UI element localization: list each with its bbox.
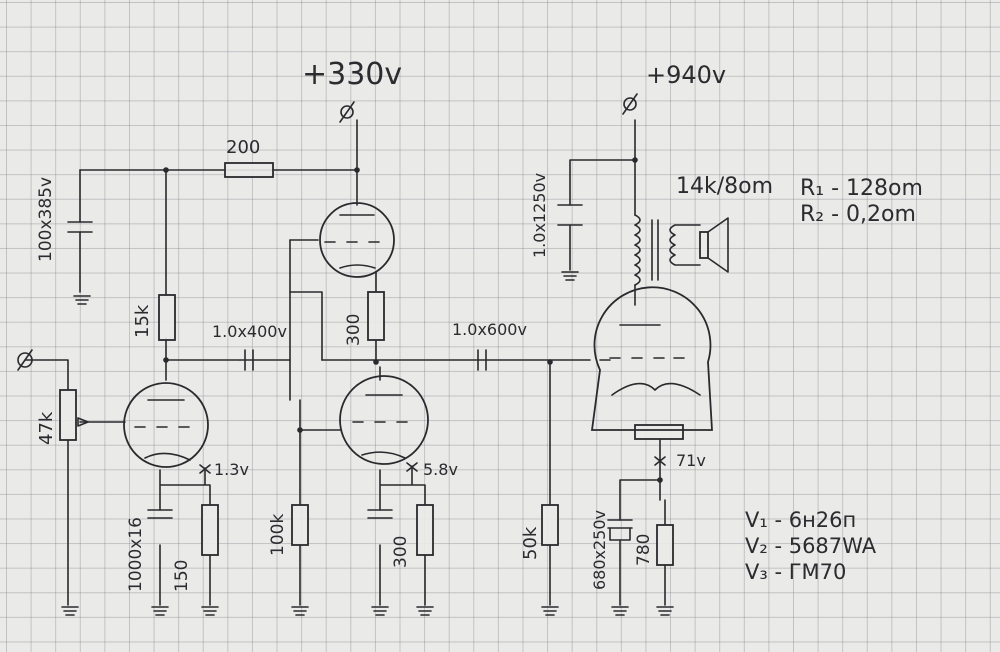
junction-dots	[163, 157, 663, 483]
resistor-780	[656, 524, 674, 566]
label-c-1000x16: 1000x16	[126, 517, 146, 592]
supply-330v-label: +330v	[302, 57, 403, 92]
note-tube-v1: V₁ - 6н26п	[745, 508, 857, 532]
label-v1-cathode-voltage: 1.3v	[214, 460, 249, 479]
label-v2-cathode-voltage: 5.8v	[423, 460, 458, 479]
label-r-780: 780	[634, 533, 654, 566]
supply-terminals	[17, 93, 638, 371]
label-pot-47k: 47k	[36, 411, 57, 445]
label-r-15k: 15k	[132, 304, 153, 338]
label-r-300-lower: 300	[391, 535, 411, 568]
note-tube-v3: V₃ - ГМ70	[745, 560, 847, 584]
capacitors	[67, 204, 633, 541]
supply-940v-label: +940v	[646, 61, 727, 89]
label-v3-cathode-voltage: 71v	[676, 451, 706, 470]
label-r-200: 200	[226, 137, 261, 158]
label-r-300-upper: 300	[344, 313, 364, 346]
label-c-1.0x400v: 1.0x400v	[212, 322, 287, 341]
label-r-50k: 50k	[520, 526, 541, 560]
note-r2: R₂ - 0,2om	[800, 202, 916, 227]
output-transformer	[634, 214, 729, 286]
volume-potentiometer	[59, 389, 77, 441]
tube-v2-bottom	[339, 375, 429, 465]
resistor-150	[201, 504, 219, 556]
resistor-50k	[541, 504, 559, 546]
resistor-300-upper	[367, 291, 385, 341]
resistor-15k	[158, 294, 176, 341]
test-point-marks	[199, 456, 666, 474]
label-c-100x385v: 100x385v	[36, 176, 56, 262]
note-r1: R₁ - 128om	[800, 176, 923, 201]
label-c-1.0x600v: 1.0x600v	[452, 320, 527, 339]
filament-resistor	[634, 424, 684, 440]
tubes	[123, 202, 713, 468]
label-c-680x250v: 680x250v	[590, 509, 609, 590]
resistor-100k	[291, 504, 309, 546]
resistor-300-lower	[416, 504, 434, 556]
tube-v1	[123, 382, 209, 468]
resistors	[59, 162, 684, 566]
note-tube-v2: V₂ - 5687WA	[745, 534, 877, 558]
wiring	[24, 119, 666, 606]
label-c-1.0x1250v: 1.0x1250v	[530, 172, 549, 258]
ground-symbols	[61, 271, 674, 616]
label-transformer: 14k/8om	[676, 174, 774, 199]
label-r-100k: 100k	[268, 513, 288, 556]
tube-v3	[590, 286, 713, 431]
tube-v2-top	[319, 202, 395, 278]
label-r-150: 150	[172, 559, 192, 592]
resistor-200	[224, 162, 274, 178]
